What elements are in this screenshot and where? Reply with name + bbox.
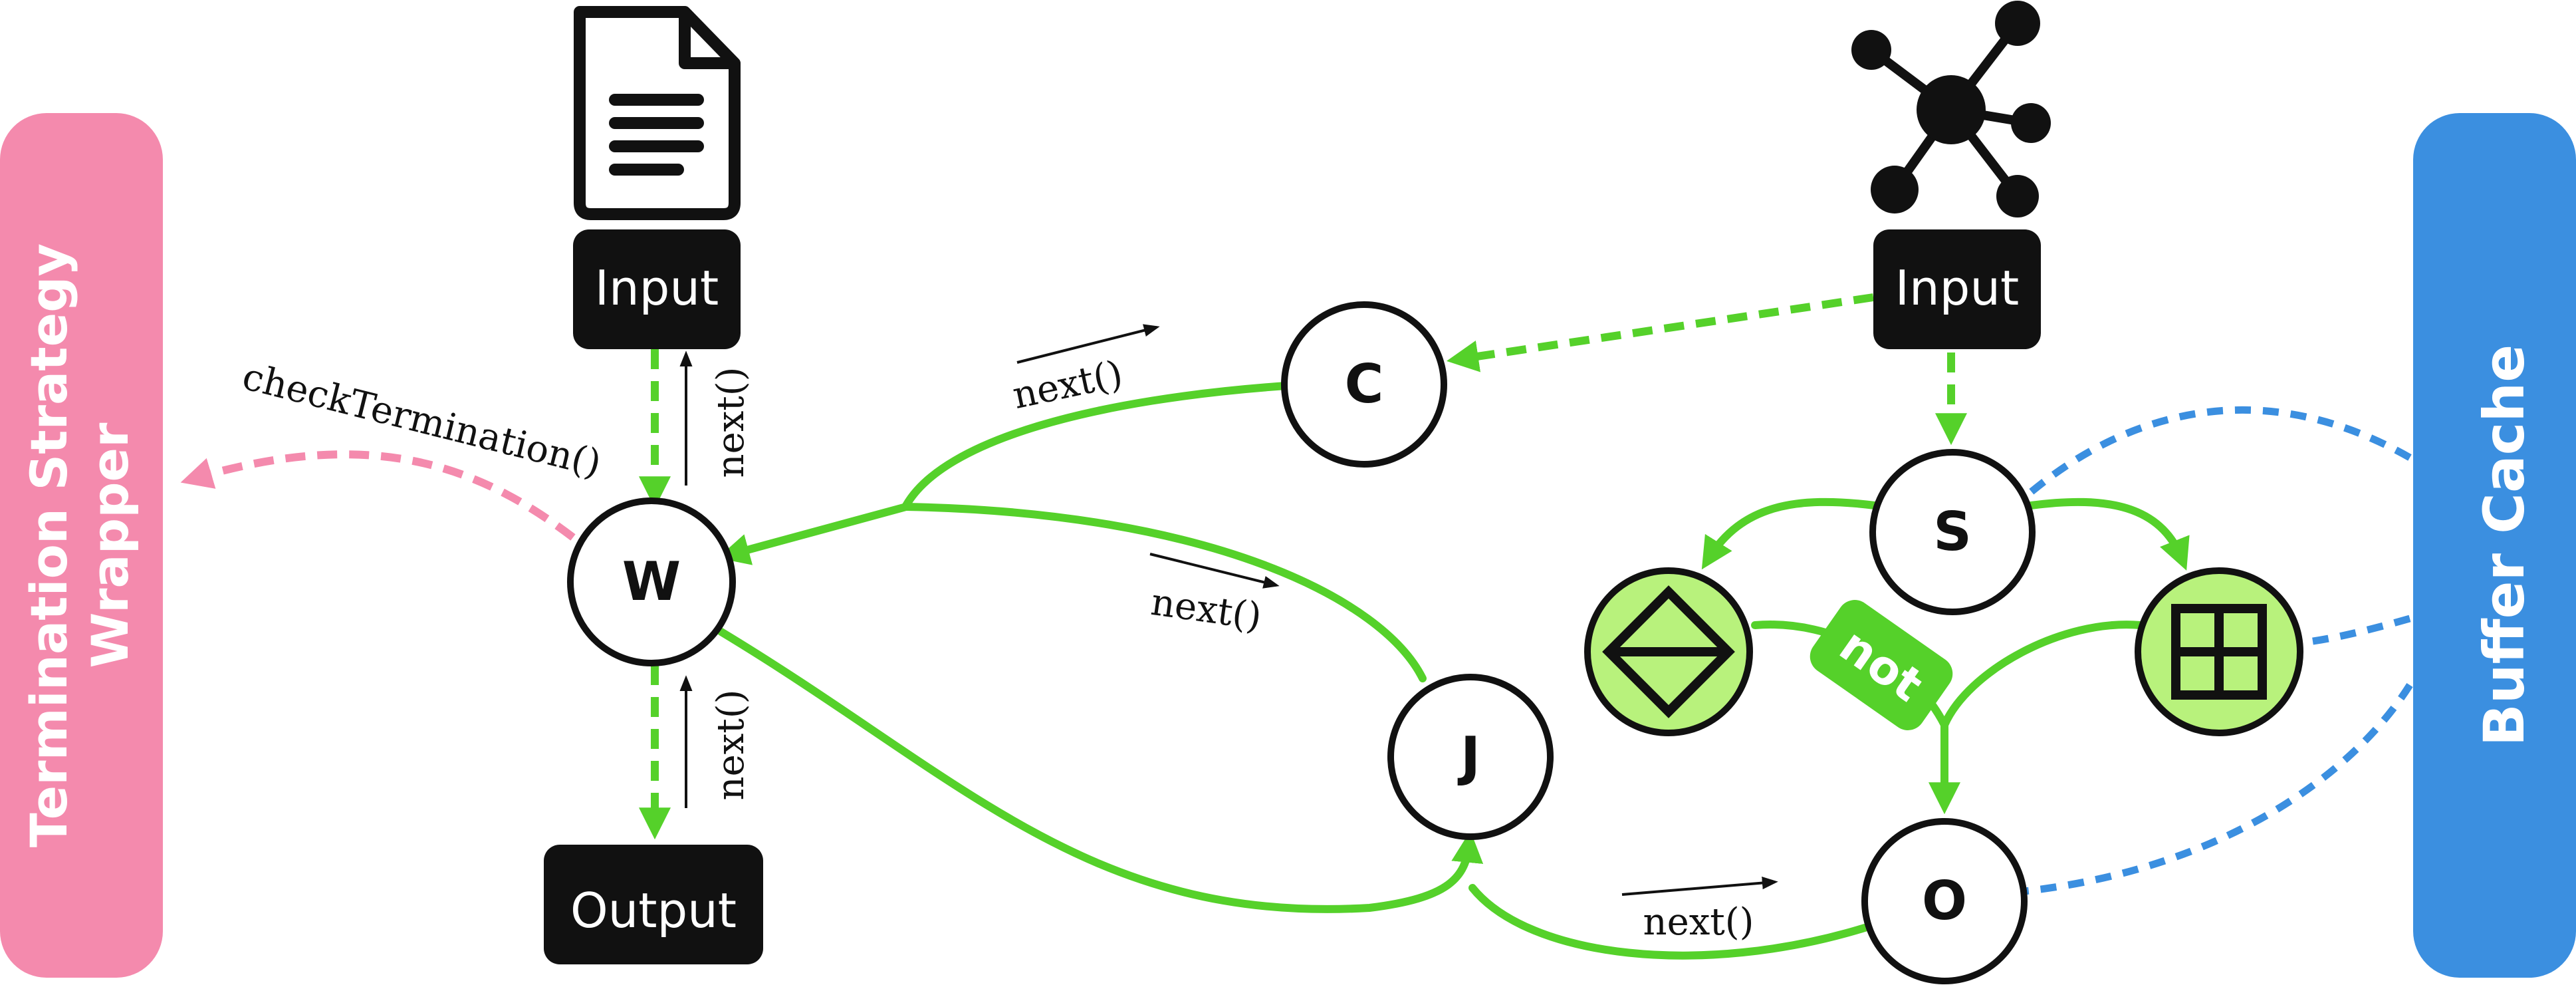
edge-cache-right <box>2263 615 2411 649</box>
edge-c-to-w <box>902 382 1290 509</box>
filter-node-right <box>2135 567 2303 736</box>
graph-input-label: Input <box>1895 260 2019 316</box>
edge-junction-to-w <box>717 503 910 565</box>
termination-strategy-panel: Termination Strategy Wrapper <box>0 113 163 978</box>
node-o: O <box>1861 818 2028 984</box>
edge-w-to-j <box>717 628 1484 913</box>
node-s: S <box>1869 449 2036 615</box>
document-icon <box>574 6 741 220</box>
node-w-label: W <box>622 551 681 613</box>
node-w: W <box>567 497 736 666</box>
edge-cache-o <box>2024 683 2413 895</box>
not-badge: not <box>1810 600 1953 730</box>
grid-icon <box>2171 604 2267 700</box>
dashed-flow-edges <box>639 293 1967 840</box>
graph-input-box: Input <box>1873 229 2041 349</box>
graph-network-icon <box>1851 1 2051 217</box>
cache-edges <box>2024 406 2413 895</box>
termination-panel-line2: Wrapper <box>80 422 140 668</box>
edge-cache-s <box>2028 406 2412 495</box>
next-c-arrow <box>1016 324 1160 364</box>
diamond-split-icon <box>1602 585 1735 718</box>
next-call-arrows <box>679 324 1778 896</box>
output-label: Output <box>570 883 737 938</box>
file-input-label: Input <box>595 260 719 316</box>
next-output-label: next() <box>709 690 753 801</box>
filter-node-left <box>1584 567 1753 736</box>
next-o-arrow <box>1621 877 1778 896</box>
output-box: Output <box>544 845 763 964</box>
buffer-cache-label: Buffer Cache <box>2472 345 2537 746</box>
edge-j-to-junction <box>902 503 1427 682</box>
edge-s-to-left <box>1701 497 1879 570</box>
edge-graph-input-to-c <box>1447 293 1874 372</box>
next-j-arrow <box>1149 553 1280 589</box>
next-o-label: next() <box>1643 901 1754 944</box>
buffer-cache-panel: Buffer Cache <box>2413 113 2576 978</box>
node-s-label: S <box>1933 501 1972 563</box>
node-j: J <box>1387 674 1554 840</box>
edge-o-to-j <box>1468 884 1869 960</box>
termination-panel-line1: Termination Strategy <box>19 243 78 847</box>
node-c-label: C <box>1345 353 1384 415</box>
node-o-label: O <box>1922 870 1967 932</box>
edge-right-to-merge <box>1940 621 2145 729</box>
file-input-box: Input <box>573 229 741 349</box>
edge-w-to-termination <box>180 450 576 541</box>
node-j-label: J <box>1457 726 1480 787</box>
next-j-label: next() <box>1148 581 1264 639</box>
edge-s-to-right <box>2027 497 2190 571</box>
next-input-label: next() <box>709 367 753 478</box>
node-c: C <box>1281 301 1447 468</box>
